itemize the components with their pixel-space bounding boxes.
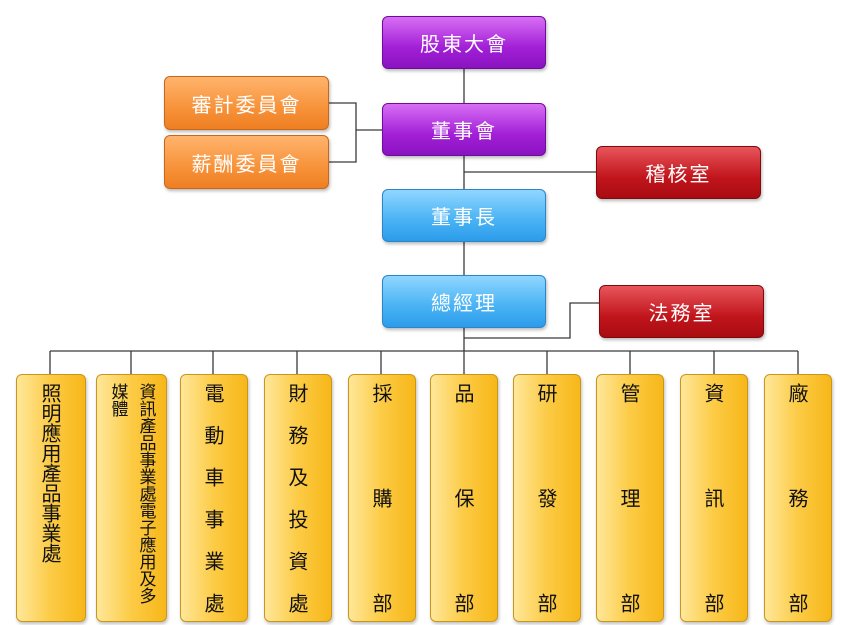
department-label: 資訊部 — [701, 383, 725, 613]
department-label: 資訊產品事業處電子應用及多媒體 — [107, 383, 156, 604]
department-finance-investment: 財務及投資處 — [264, 374, 332, 622]
connector-committees-board — [328, 102, 357, 163]
department-electric-vehicle: 電動車事業處 — [180, 374, 248, 622]
department-rnd: 研發部 — [513, 374, 581, 622]
general-manager-box: 總經理 — [382, 275, 546, 328]
department-label: 財務及投資處 — [285, 383, 309, 613]
department-electronic-multimedia: 資訊產品事業處電子應用及多媒體 — [96, 374, 167, 622]
board-of-directors-box: 董事會 — [382, 103, 546, 156]
audit-committee-box: 審計委員會 — [164, 76, 329, 130]
department-label: 品保部 — [451, 383, 475, 613]
legal-office-box: 法務室 — [599, 285, 764, 338]
department-facilities: 廠務部 — [764, 374, 832, 622]
shareholders-meeting-box: 股東大會 — [382, 16, 546, 69]
compensation-committee-box: 薪酬委員會 — [164, 135, 329, 189]
department-label: 照明應用產品事業處 — [38, 383, 62, 563]
department-information-technology: 資訊部 — [680, 374, 748, 622]
chairman-box: 董事長 — [382, 189, 546, 242]
department-label: 電動車事業處 — [201, 383, 225, 613]
department-management: 管理部 — [596, 374, 664, 622]
department-lighting-products: 照明應用產品事業處 — [16, 374, 86, 622]
department-label: 研發部 — [534, 383, 558, 613]
department-label: 廠務部 — [785, 383, 809, 613]
department-procurement: 採購部 — [348, 374, 416, 622]
internal-audit-office-box: 稽核室 — [596, 146, 761, 199]
department-label: 採購部 — [369, 383, 393, 613]
department-quality-assurance: 品保部 — [430, 374, 498, 622]
department-label: 管理部 — [617, 383, 641, 613]
connector-legal — [464, 302, 600, 339]
